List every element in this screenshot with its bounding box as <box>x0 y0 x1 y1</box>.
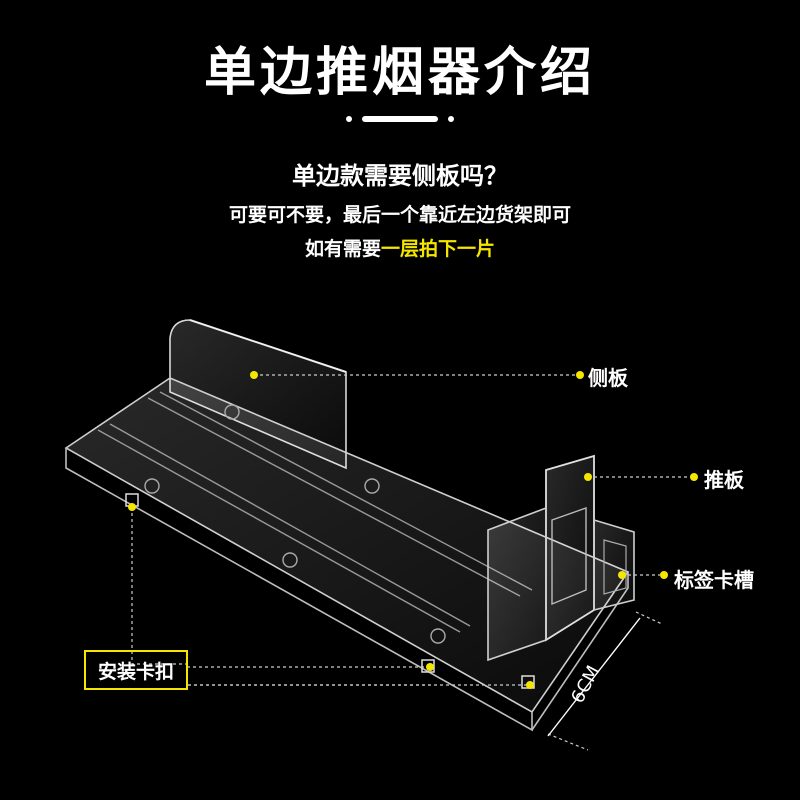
mount-clips <box>125 493 535 689</box>
label-slot <box>593 518 635 612</box>
answer-line-1: 可要可不要，最后一个靠近左边货架即可 <box>228 204 571 226</box>
callout-dots <box>128 371 698 689</box>
divider-dot-left <box>346 116 352 122</box>
side-panel <box>169 319 347 470</box>
divider-bar <box>362 116 438 122</box>
answer-line-2-prefix: 如有需要 <box>304 238 381 260</box>
callout-mount-clip: 安装卡扣 <box>84 650 188 690</box>
callout-push-plate: 推板 <box>704 468 744 492</box>
divider-dot-right <box>448 116 454 122</box>
answer-line-2-highlight: 一层拍下一片 <box>381 238 496 260</box>
answer-line-2: 如有需要一层拍下一片 <box>0 234 800 261</box>
page-title: 单边推烟器介绍 <box>203 43 596 103</box>
callout-leaders <box>131 374 694 751</box>
callout-side-panel: 侧板 <box>588 366 628 390</box>
callout-label-slot: 标签卡槽 <box>674 568 754 592</box>
dimension-line <box>547 617 641 737</box>
question-text: 单边款需要侧板吗？ <box>292 162 508 190</box>
title-divider <box>346 116 454 122</box>
